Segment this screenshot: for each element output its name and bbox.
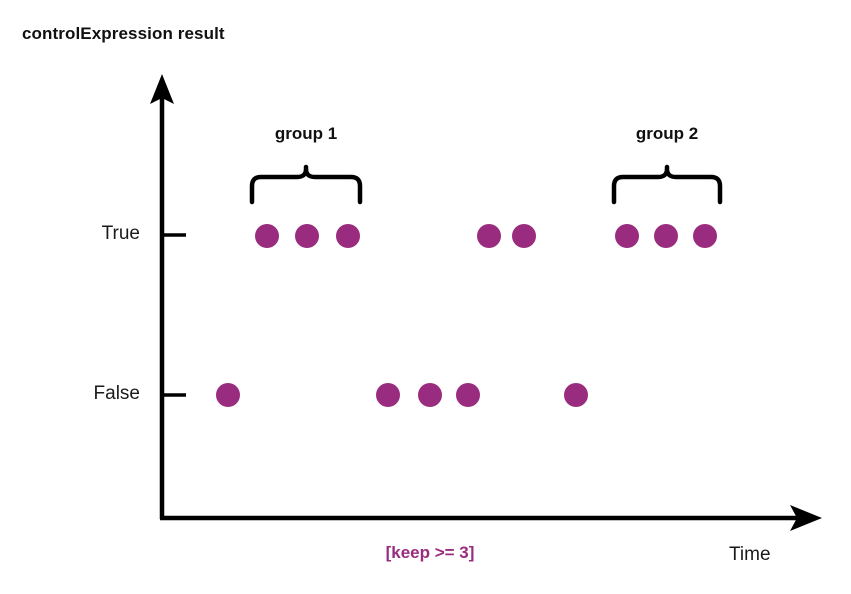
- group-2-label: group 2: [635, 124, 699, 143]
- data-point: [512, 224, 536, 248]
- data-point: [336, 224, 360, 248]
- data-point: [615, 224, 639, 248]
- data-point: [654, 224, 678, 248]
- keep-condition-annotation: [keep >= 3]: [385, 543, 475, 562]
- x-axis-label: Time: [729, 544, 771, 565]
- group-1-brace: [249, 164, 363, 205]
- page-title: controlExpression result: [22, 24, 225, 43]
- data-point: [376, 383, 400, 407]
- data-point: [477, 224, 501, 248]
- data-point: [693, 224, 717, 248]
- data-point: [216, 383, 240, 407]
- data-point: [564, 383, 588, 407]
- data-point: [456, 383, 480, 407]
- y-axis-label-true: True: [101, 223, 140, 244]
- group-2-brace: [611, 164, 723, 205]
- y-axis-label-false: False: [93, 383, 140, 404]
- data-point: [418, 383, 442, 407]
- data-points-true: [255, 224, 717, 248]
- data-point: [295, 224, 319, 248]
- data-points-false: [216, 383, 588, 407]
- y-axis: [150, 74, 174, 519]
- data-point: [255, 224, 279, 248]
- group-1-label: group 1: [274, 124, 338, 143]
- x-axis: [160, 505, 822, 531]
